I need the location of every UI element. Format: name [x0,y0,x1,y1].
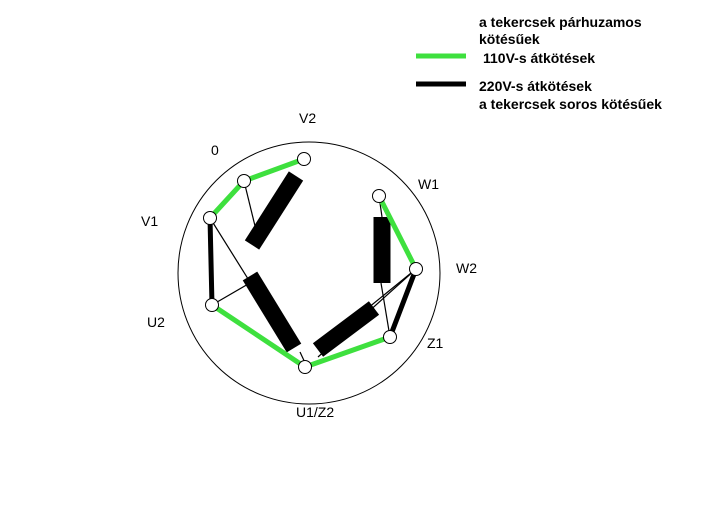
series-link-v1-u2 [207,215,215,308]
legend-parallel-line2: kötésűek [479,31,540,47]
terminal-post-v1 [203,211,217,225]
terminal-post-z1 [383,330,397,344]
parallel-link-w1-w2 [376,193,419,272]
terminal-label-w2: W2 [456,260,477,276]
terminal-post-w1 [372,189,386,203]
terminal-board-circle [177,141,441,405]
parallel-link-u2-u1z2 [209,302,308,370]
legend: a tekercsek párhuzamos kötésűek 110V-s á… [416,14,662,112]
terminal-label-w1: W1 [418,176,439,192]
parallel-link-u1z2-z1 [302,334,393,370]
legend-parallel-line3: 110V-s átkötések [483,50,595,66]
terminal-posts [203,152,423,374]
legend-parallel-line1: a tekercsek párhuzamos [479,14,642,30]
terminal-post-w2 [409,262,423,276]
coil-v2 [244,171,304,250]
parallel-links [207,156,419,370]
terminal-post-0 [237,174,251,188]
legend-series-line1: 220V-s átkötések [479,78,592,94]
series-links [207,215,419,340]
coil-u1 [242,271,302,353]
terminal-post-v2 [297,152,311,166]
parallel-link-0-v2 [241,156,307,184]
terminal-labels: 0 V2 V1 W1 W2 U2 Z1 U1/Z2 [141,110,477,420]
coil-z1 [312,301,380,357]
parallel-link-v1-0 [207,178,247,221]
terminal-label-v1: V1 [141,213,158,229]
terminal-post-u1z2 [298,360,312,374]
terminal-label-z1: Z1 [427,335,444,351]
terminal-label-0: 0 [211,142,219,158]
terminal-label-u1z2: U1/Z2 [296,404,334,420]
terminal-label-v2: V2 [299,110,316,126]
series-link-w2-z1 [387,266,419,340]
coils [242,171,391,357]
legend-series-line2: a tekercsek soros kötésűek [479,96,662,112]
terminal-label-u2: U2 [147,314,165,330]
terminal-post-u2 [205,298,219,312]
